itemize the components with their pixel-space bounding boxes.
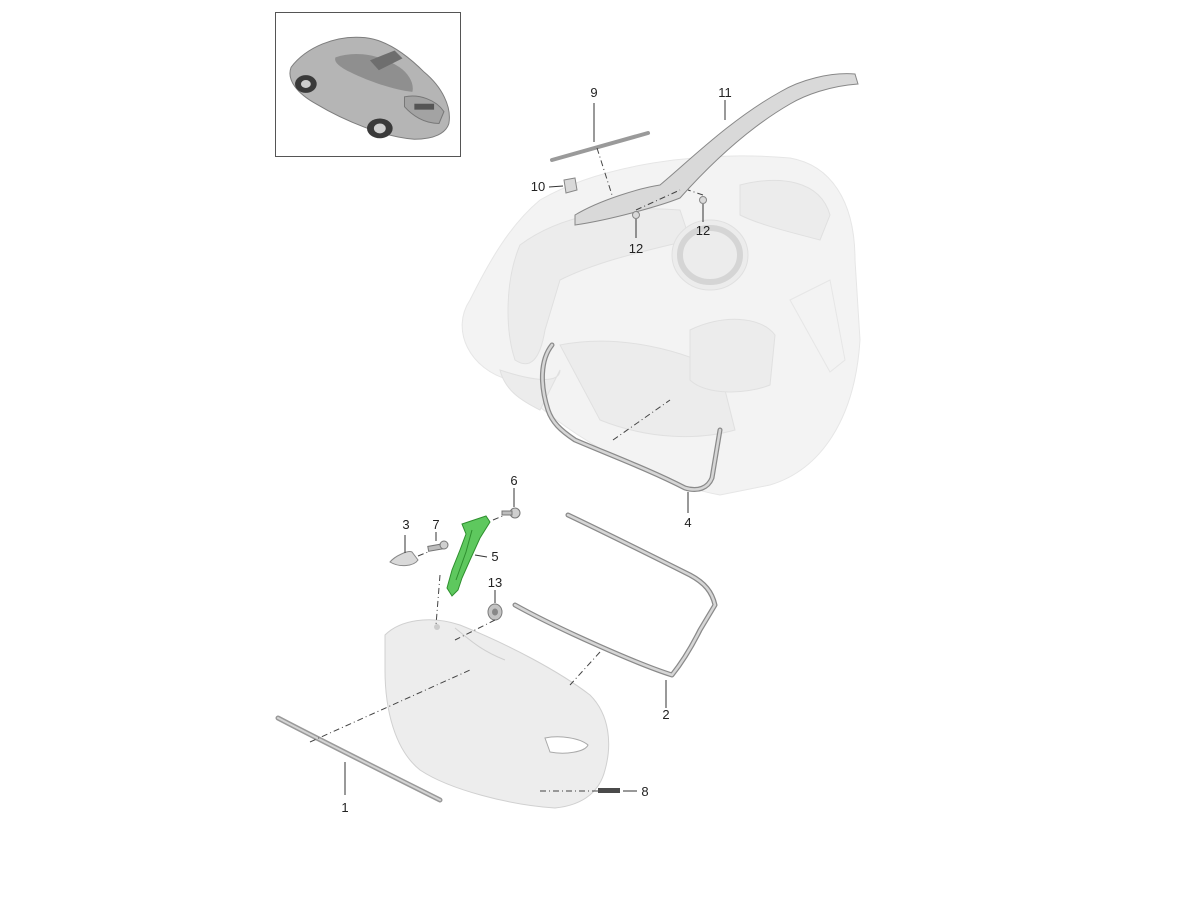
callout-10[interactable]: 10 bbox=[530, 179, 546, 194]
callout-8[interactable]: 8 bbox=[641, 784, 649, 799]
leader-lines bbox=[344, 100, 726, 795]
assembly-lines bbox=[309, 147, 704, 792]
car-thumbnail-icon bbox=[289, 36, 450, 140]
callout-9[interactable]: 9 bbox=[590, 85, 598, 100]
part-11-windshield-seal bbox=[574, 73, 859, 226]
callout-4[interactable]: 4 bbox=[684, 515, 692, 530]
callout-6[interactable]: 6 bbox=[510, 473, 518, 488]
callout-1[interactable]: 1 bbox=[341, 800, 349, 815]
car-body-ghost bbox=[461, 155, 861, 496]
part-12-screw-a bbox=[632, 211, 640, 219]
callout-13[interactable]: 13 bbox=[487, 575, 503, 590]
callout-7[interactable]: 7 bbox=[432, 517, 440, 532]
vehicle-thumbnail bbox=[275, 12, 461, 157]
part-9-strip bbox=[550, 131, 650, 162]
callout-12-right[interactable]: 12 bbox=[695, 223, 711, 238]
part-12-screw-b bbox=[699, 196, 707, 204]
door-panel bbox=[384, 619, 610, 809]
callout-11[interactable]: 11 bbox=[718, 85, 732, 100]
callout-12-left[interactable]: 12 bbox=[628, 241, 644, 256]
callout-3[interactable]: 3 bbox=[402, 517, 410, 532]
part-2-door-seal bbox=[512, 512, 718, 678]
part-4-door-opening-seal bbox=[539, 342, 723, 493]
callout-2[interactable]: 2 bbox=[662, 707, 670, 722]
part-3-cover bbox=[389, 551, 419, 567]
part-10-clip bbox=[563, 177, 578, 194]
part-8-trim bbox=[598, 788, 620, 793]
callout-5[interactable]: 5 bbox=[491, 549, 499, 564]
